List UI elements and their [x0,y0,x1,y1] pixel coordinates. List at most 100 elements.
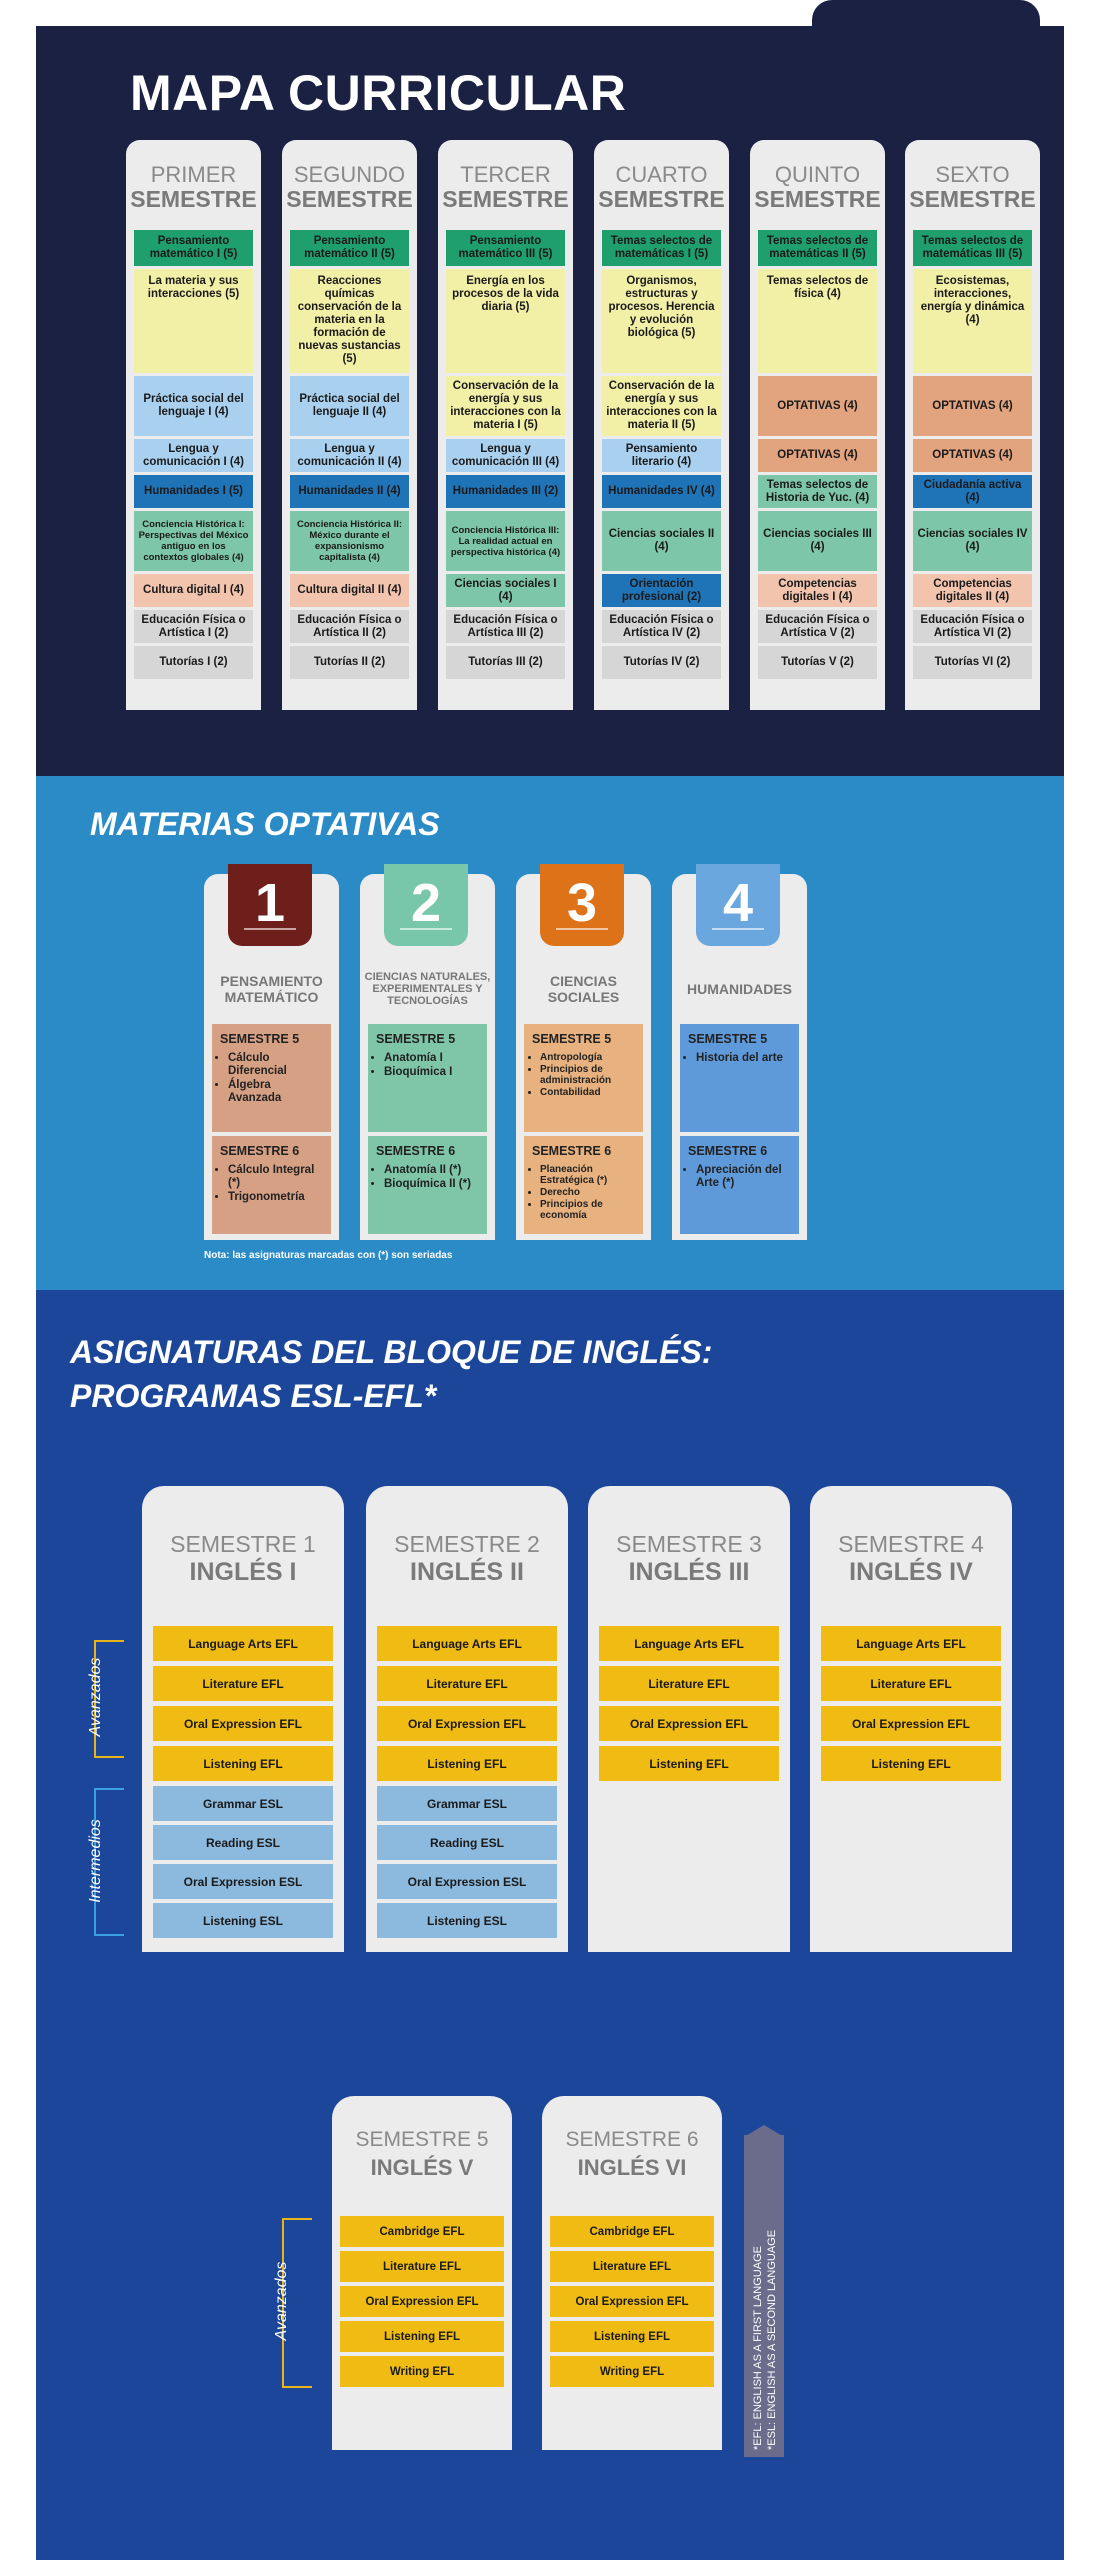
subject-cell: Temas selectos de matemáticas III (5) [913,230,1032,266]
english-title-line1: ASIGNATURAS DEL BLOQUE DE INGLÉS: [70,1334,713,1370]
semester-subjects: Pensamiento matemático I (5)La materia y… [134,230,253,682]
bracket-intermedios [94,1788,124,1936]
optativa-semester-heading: SEMESTRE 6 [532,1144,612,1158]
english-semester-number: SEMESTRE 3 [616,1531,762,1557]
english-subject-efl: Language Arts EFL [153,1626,333,1661]
english-subject-efl: Listening EFL [821,1746,1001,1781]
english-subject-efl: Listening EFL [550,2321,714,2352]
english-subject-esl: Grammar ESL [153,1786,333,1821]
optativa-subject: Bioquímica I [384,1066,479,1079]
semester-header-word: SEMESTRE [598,186,725,212]
subject-cell: Competencias digitales II (4) [913,574,1032,607]
subject-cell: OPTATIVAS (4) [758,376,877,436]
english-subject-efl: Oral Expression EFL [153,1706,333,1741]
subject-cell: Humanidades III (2) [446,475,565,508]
subject-cell: Temas selectos de matemáticas I (5) [602,230,721,266]
subject-cell: Educación Física o Artística I (2) [134,610,253,643]
optativa-subject-list: Planeación Estratégica (*)DerechoPrincip… [532,1164,635,1221]
label-avanzados: Avanzados [87,1657,104,1737]
subject-cell: Ecosistemas, interacciones, energía y di… [913,269,1032,373]
optativa-area-title: HUMANIDADES [687,981,792,997]
optativas-title: MATERIAS OPTATIVAS [90,806,440,842]
english-subject-esl: Listening ESL [377,1903,557,1938]
optativa-subject: Cálculo Diferencial [228,1052,323,1078]
optativa-area-title: CIENCIAS SOCIALES [547,973,620,1005]
bracket-avanzados-2 [282,2218,312,2388]
subject-cell: Ciencias sociales III (4) [758,511,877,571]
optativa-semester-box: SEMESTRE 6Cálculo Integral (*)Trigonomet… [212,1136,331,1234]
optativa-subject-list: Anatomía IBioquímica I [376,1052,479,1079]
english-subject-efl: Writing EFL [340,2356,504,2387]
english-course-name: INGLÉS III [628,1558,750,1586]
semester-subjects: Pensamiento matemático III (5)Energía en… [446,230,565,682]
semester-header-ordinal: PRIMER [150,162,237,187]
english-subject-efl: Oral Expression EFL [599,1706,779,1741]
footnote-efl: *EFL: ENGLISH AS A FIRST LANGUAGE [752,2246,764,2450]
optativa-subject: Antropología [540,1052,635,1063]
semester-header-word: SEMESTRE [286,186,413,212]
optativa-number-badge: 4 [696,864,780,946]
subject-cell: Cultura digital II (4) [290,574,409,607]
english-course-name: INGLÉS VI [577,2155,687,2180]
semester-header-ordinal: CUARTO [615,162,708,187]
optativa-subject-list: Cálculo DiferencialÁlgebra Avanzada [220,1052,323,1105]
subject-cell: Tutorías V (2) [758,646,877,679]
optativa-number-badge: 3 [540,864,624,946]
label-intermedios: Intermedios [87,1819,104,1903]
subject-cell: Tutorías II (2) [290,646,409,679]
subject-cell: Energía en los procesos de la vida diari… [446,269,565,373]
english-section: ASIGNATURAS DEL BLOQUE DE INGLÉS: PROGRA… [36,1290,1064,2560]
english-subject-efl: Language Arts EFL [599,1626,779,1661]
optativa-area-title: CIENCIAS NATURALES, EXPERIMENTALES Y TEC… [364,971,491,1007]
subject-cell: Práctica social del lenguaje II (4) [290,376,409,436]
english-title: ASIGNATURAS DEL BLOQUE DE INGLÉS: PROGRA… [70,1330,870,1418]
english-subject-efl: Literature EFL [821,1666,1001,1701]
subject-cell: Tutorías VI (2) [913,646,1032,679]
english-subject-efl: Cambridge EFL [550,2216,714,2247]
english-semester-number: SEMESTRE 6 [565,2128,699,2151]
english-subject-efl: Language Arts EFL [377,1626,557,1661]
footnote-esl: *ESL: ENGLISH AS A SECOND LANGUAGE [766,2229,778,2450]
english-subject-efl: Literature EFL [340,2251,504,2282]
subject-cell: OPTATIVAS (4) [913,376,1032,436]
subject-cell: Humanidades I (5) [134,475,253,508]
subject-cell: Organismos, estructuras y procesos. Here… [602,269,721,373]
english-course-name: INGLÉS IV [849,1558,973,1586]
english-subject-efl: Oral Expression EFL [821,1706,1001,1741]
subject-cell: Educación Física o Artística III (2) [446,610,565,643]
optativa-number-badge: 1 [228,864,312,946]
english-course-name: INGLÉS V [370,2155,474,2180]
optativa-semester-heading: SEMESTRE 6 [376,1144,456,1158]
semester-header-word: SEMESTRE [754,186,881,212]
english-title-line2: PROGRAMAS ESL-EFL* [70,1378,437,1414]
subject-cell: La materia y sus interacciones (5) [134,269,253,373]
semester-subjects: Temas selectos de matemáticas III (5)Eco… [913,230,1032,682]
optativa-subject-list: Anatomía II (*)Bioquímica II (*) [376,1164,479,1191]
english-subject-efl: Cambridge EFL [340,2216,504,2247]
optativa-subject: Contabilidad [540,1087,635,1098]
subject-cell: Ciencias sociales II (4) [602,511,721,571]
subject-cell: Tutorías III (2) [446,646,565,679]
english-subject-esl: Grammar ESL [377,1786,557,1821]
subject-cell: Ciudadanía activa (4) [913,475,1032,508]
optativa-semester-heading: SEMESTRE 5 [220,1032,300,1046]
subject-cell: Orientación profesional (2) [602,574,721,607]
subject-cell: Pensamiento matemático II (5) [290,230,409,266]
english-subject-efl: Oral Expression EFL [377,1706,557,1741]
optativa-semester-heading: SEMESTRE 5 [376,1032,456,1046]
optativa-subject: Anatomía II (*) [384,1164,479,1177]
